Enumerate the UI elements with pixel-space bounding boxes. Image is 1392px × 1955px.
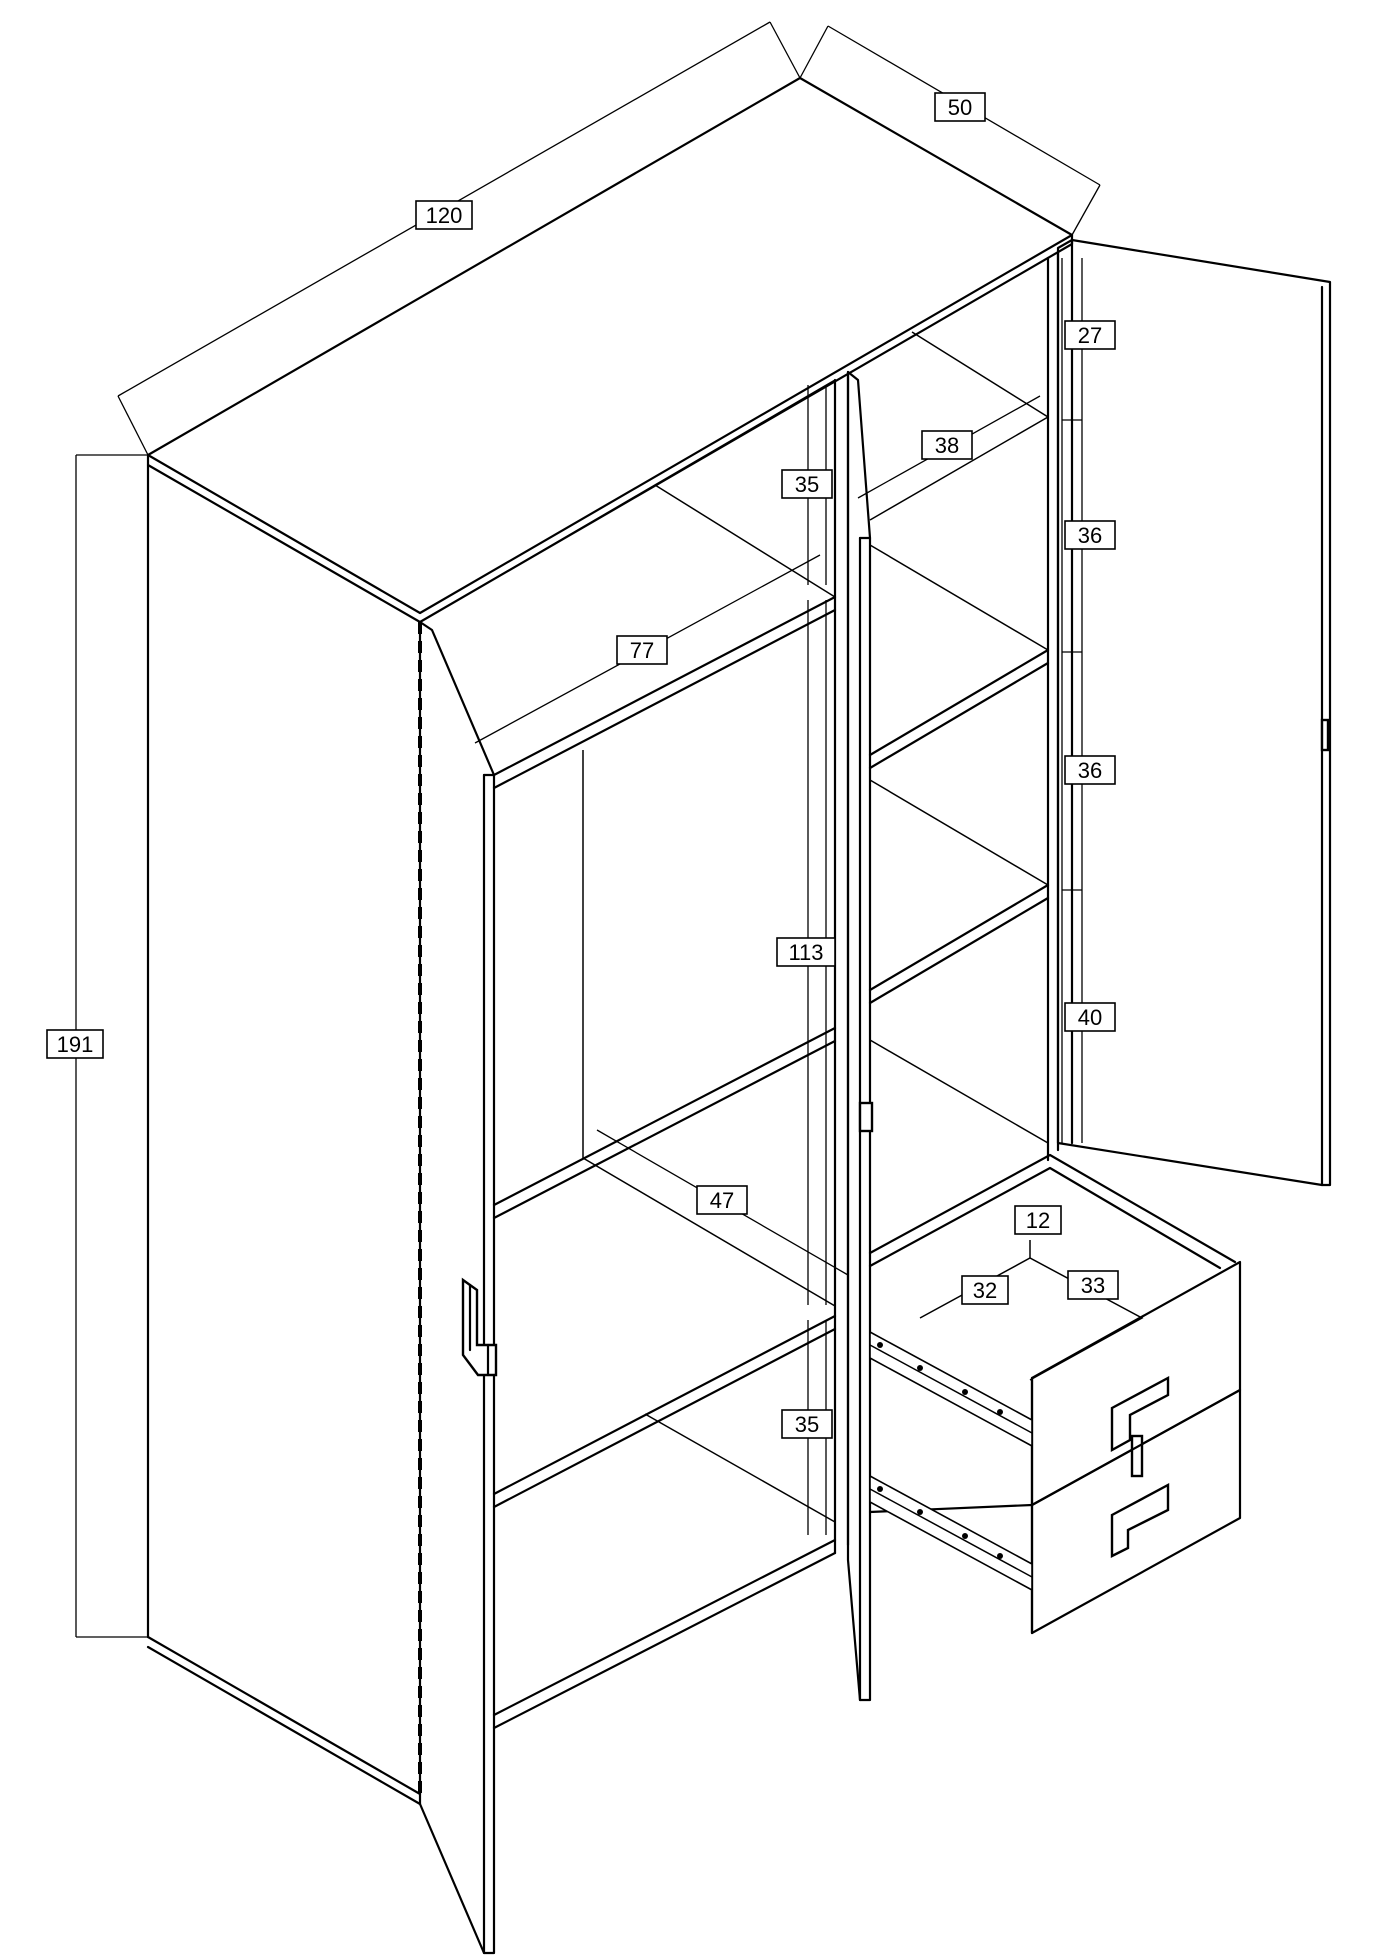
svg-text:12: 12 [1026, 1208, 1050, 1233]
label-left-hanging-height: 113 [776, 937, 836, 967]
label-depth: 50 [934, 92, 986, 122]
svg-text:32: 32 [973, 1278, 997, 1303]
label-drawer-width: 32 [961, 1275, 1009, 1305]
svg-text:120: 120 [426, 203, 463, 228]
svg-text:36: 36 [1078, 523, 1102, 548]
middle-divider [833, 370, 850, 1555]
lower-drawer-handle [1110, 1482, 1170, 1558]
label-drawer-height: 12 [1014, 1205, 1062, 1235]
label-left-top-shelf-gap: 35 [781, 469, 833, 499]
label-right-gap-3: 36 [1064, 755, 1116, 785]
svg-text:35: 35 [795, 472, 819, 497]
label-height: 191 [46, 1029, 104, 1059]
label-left-lower-shelf-depth: 47 [696, 1185, 748, 1215]
svg-text:50: 50 [948, 95, 972, 120]
top-panel [146, 76, 1074, 624]
upper-drawer-handle [1110, 1375, 1170, 1478]
label-right-shelf-depth: 38 [921, 430, 973, 460]
left-compartment [419, 379, 837, 1730]
label-drawer-depth: 33 [1067, 1270, 1119, 1300]
right-compartment [868, 250, 1060, 1162]
label-right-gap-4: 40 [1064, 1002, 1116, 1032]
svg-text:113: 113 [788, 940, 823, 965]
svg-text:36: 36 [1078, 758, 1102, 783]
svg-text:38: 38 [935, 433, 959, 458]
middle-door [846, 370, 874, 1702]
svg-text:35: 35 [795, 1412, 819, 1437]
svg-text:27: 27 [1078, 323, 1102, 348]
label-total-width: 120 [415, 200, 473, 230]
svg-text:33: 33 [1081, 1273, 1105, 1298]
svg-text:47: 47 [710, 1188, 734, 1213]
label-right-gap-2: 36 [1064, 520, 1116, 550]
svg-text:191: 191 [57, 1032, 94, 1057]
right-door [1056, 238, 1332, 1187]
left-door [418, 620, 496, 1955]
svg-text:77: 77 [630, 638, 654, 663]
label-left-lower-shelf-gap: 35 [781, 1409, 833, 1439]
label-left-hanging-width: 77 [616, 635, 668, 665]
left-door-handle [461, 1277, 498, 1377]
label-right-gap-1: 27 [1064, 320, 1116, 350]
left-side-panel [146, 463, 422, 1806]
svg-text:40: 40 [1078, 1005, 1102, 1030]
